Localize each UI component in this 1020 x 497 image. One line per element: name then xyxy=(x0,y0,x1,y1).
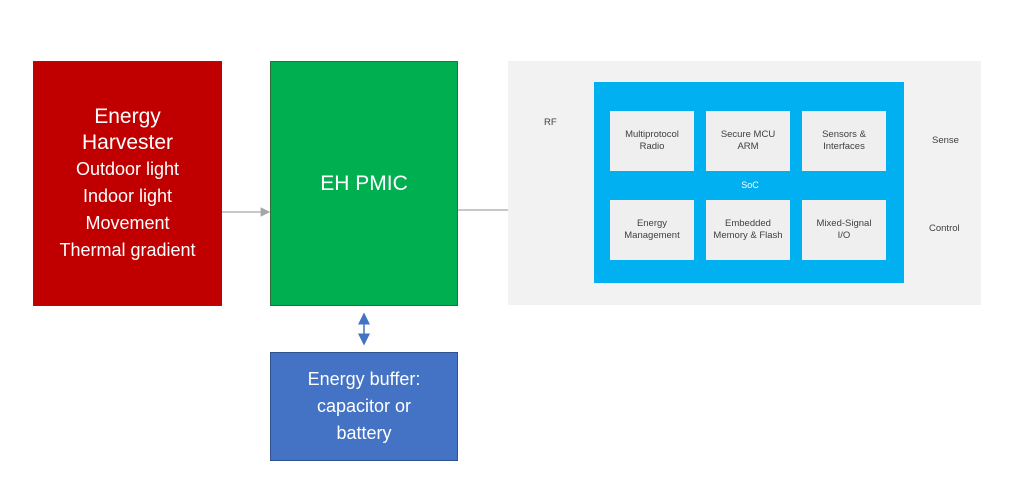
source-outdoor-light: Outdoor light xyxy=(75,158,180,179)
block-line2: Interfaces xyxy=(823,141,865,152)
block-line1: Sensors & xyxy=(822,129,866,140)
energy-buffer-block: Energy buffer: capacitor or battery xyxy=(270,352,458,461)
sense-label: Sense xyxy=(932,135,959,146)
block-line1: Embedded xyxy=(725,218,771,229)
block-line2: Memory & Flash xyxy=(713,230,783,241)
block-line2: I/O xyxy=(837,230,851,241)
block-line2: Management xyxy=(624,230,680,241)
source-movement: Movement xyxy=(85,212,170,233)
soc-block-sensors-interfaces: Sensors &Interfaces xyxy=(802,111,886,171)
soc-label: SoC xyxy=(741,180,759,190)
block-line1: Energy xyxy=(636,218,668,229)
source-thermal-gradient: Thermal gradient xyxy=(59,239,196,260)
buffer-line2: capacitor or xyxy=(316,396,412,416)
block-line2: Radio xyxy=(639,141,665,152)
control-label: Control xyxy=(929,223,960,234)
block-line1: Secure MCU xyxy=(720,129,776,140)
block-line2: ARM xyxy=(737,141,759,152)
buffer-line1: Energy buffer: xyxy=(307,369,421,389)
rf-label: RF xyxy=(544,117,557,128)
pmic-block: EH PMIC xyxy=(270,61,458,306)
harvester-title-line1: Energy xyxy=(94,104,161,128)
pmic-label: EH PMIC xyxy=(320,171,408,195)
energy-harvester-block: Energy Harvester Outdoor light Indoor li… xyxy=(33,61,222,306)
source-indoor-light: Indoor light xyxy=(82,185,173,206)
harvester-title-line2: Harvester xyxy=(81,130,174,154)
block-line1: Multiprotocol xyxy=(625,129,679,140)
buffer-line3: battery xyxy=(336,423,392,443)
block-line1: Mixed-Signal xyxy=(816,218,872,229)
